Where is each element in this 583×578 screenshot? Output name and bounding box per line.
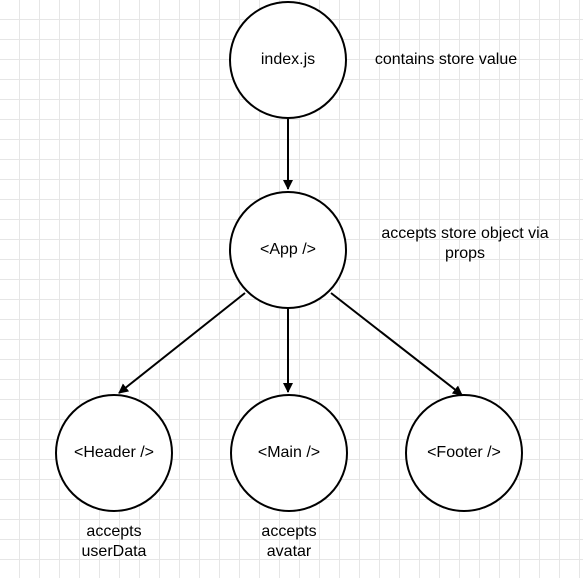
- annotation-main-line-1: accepts: [261, 523, 317, 540]
- node-footer-circle[interactable]: [405, 394, 523, 512]
- node-app-label: <App />: [259, 241, 317, 258]
- node-index-circle[interactable]: [229, 1, 347, 119]
- edge-app-to-footer: [330, 292, 463, 396]
- annotation-main: accepts avatar: [239, 522, 339, 562]
- annotation-main-line-2: avatar: [266, 543, 312, 560]
- annotation-header-line-2: userData: [81, 543, 147, 560]
- node-main-circle[interactable]: [230, 394, 348, 512]
- node-header-label: <Header />: [73, 444, 155, 461]
- node-main-label: <Main />: [257, 444, 321, 461]
- edge-app-to-header: [118, 292, 246, 394]
- node-footer-label: <Footer />: [427, 444, 501, 461]
- annotation-index: contains store value: [346, 50, 546, 70]
- node-header-circle[interactable]: [55, 394, 173, 512]
- annotation-header-line-1: accepts: [86, 523, 142, 540]
- annotation-header: accepts userData: [64, 522, 164, 562]
- node-index-label: index.js: [260, 51, 316, 68]
- annotation-app-line-1: accepts store object via: [381, 225, 549, 242]
- annotation-index-line-1: contains store value: [374, 51, 518, 68]
- annotation-app-line-2: props: [444, 245, 486, 262]
- node-app-circle[interactable]: [229, 191, 347, 309]
- annotation-app: accepts store object via props: [360, 224, 570, 264]
